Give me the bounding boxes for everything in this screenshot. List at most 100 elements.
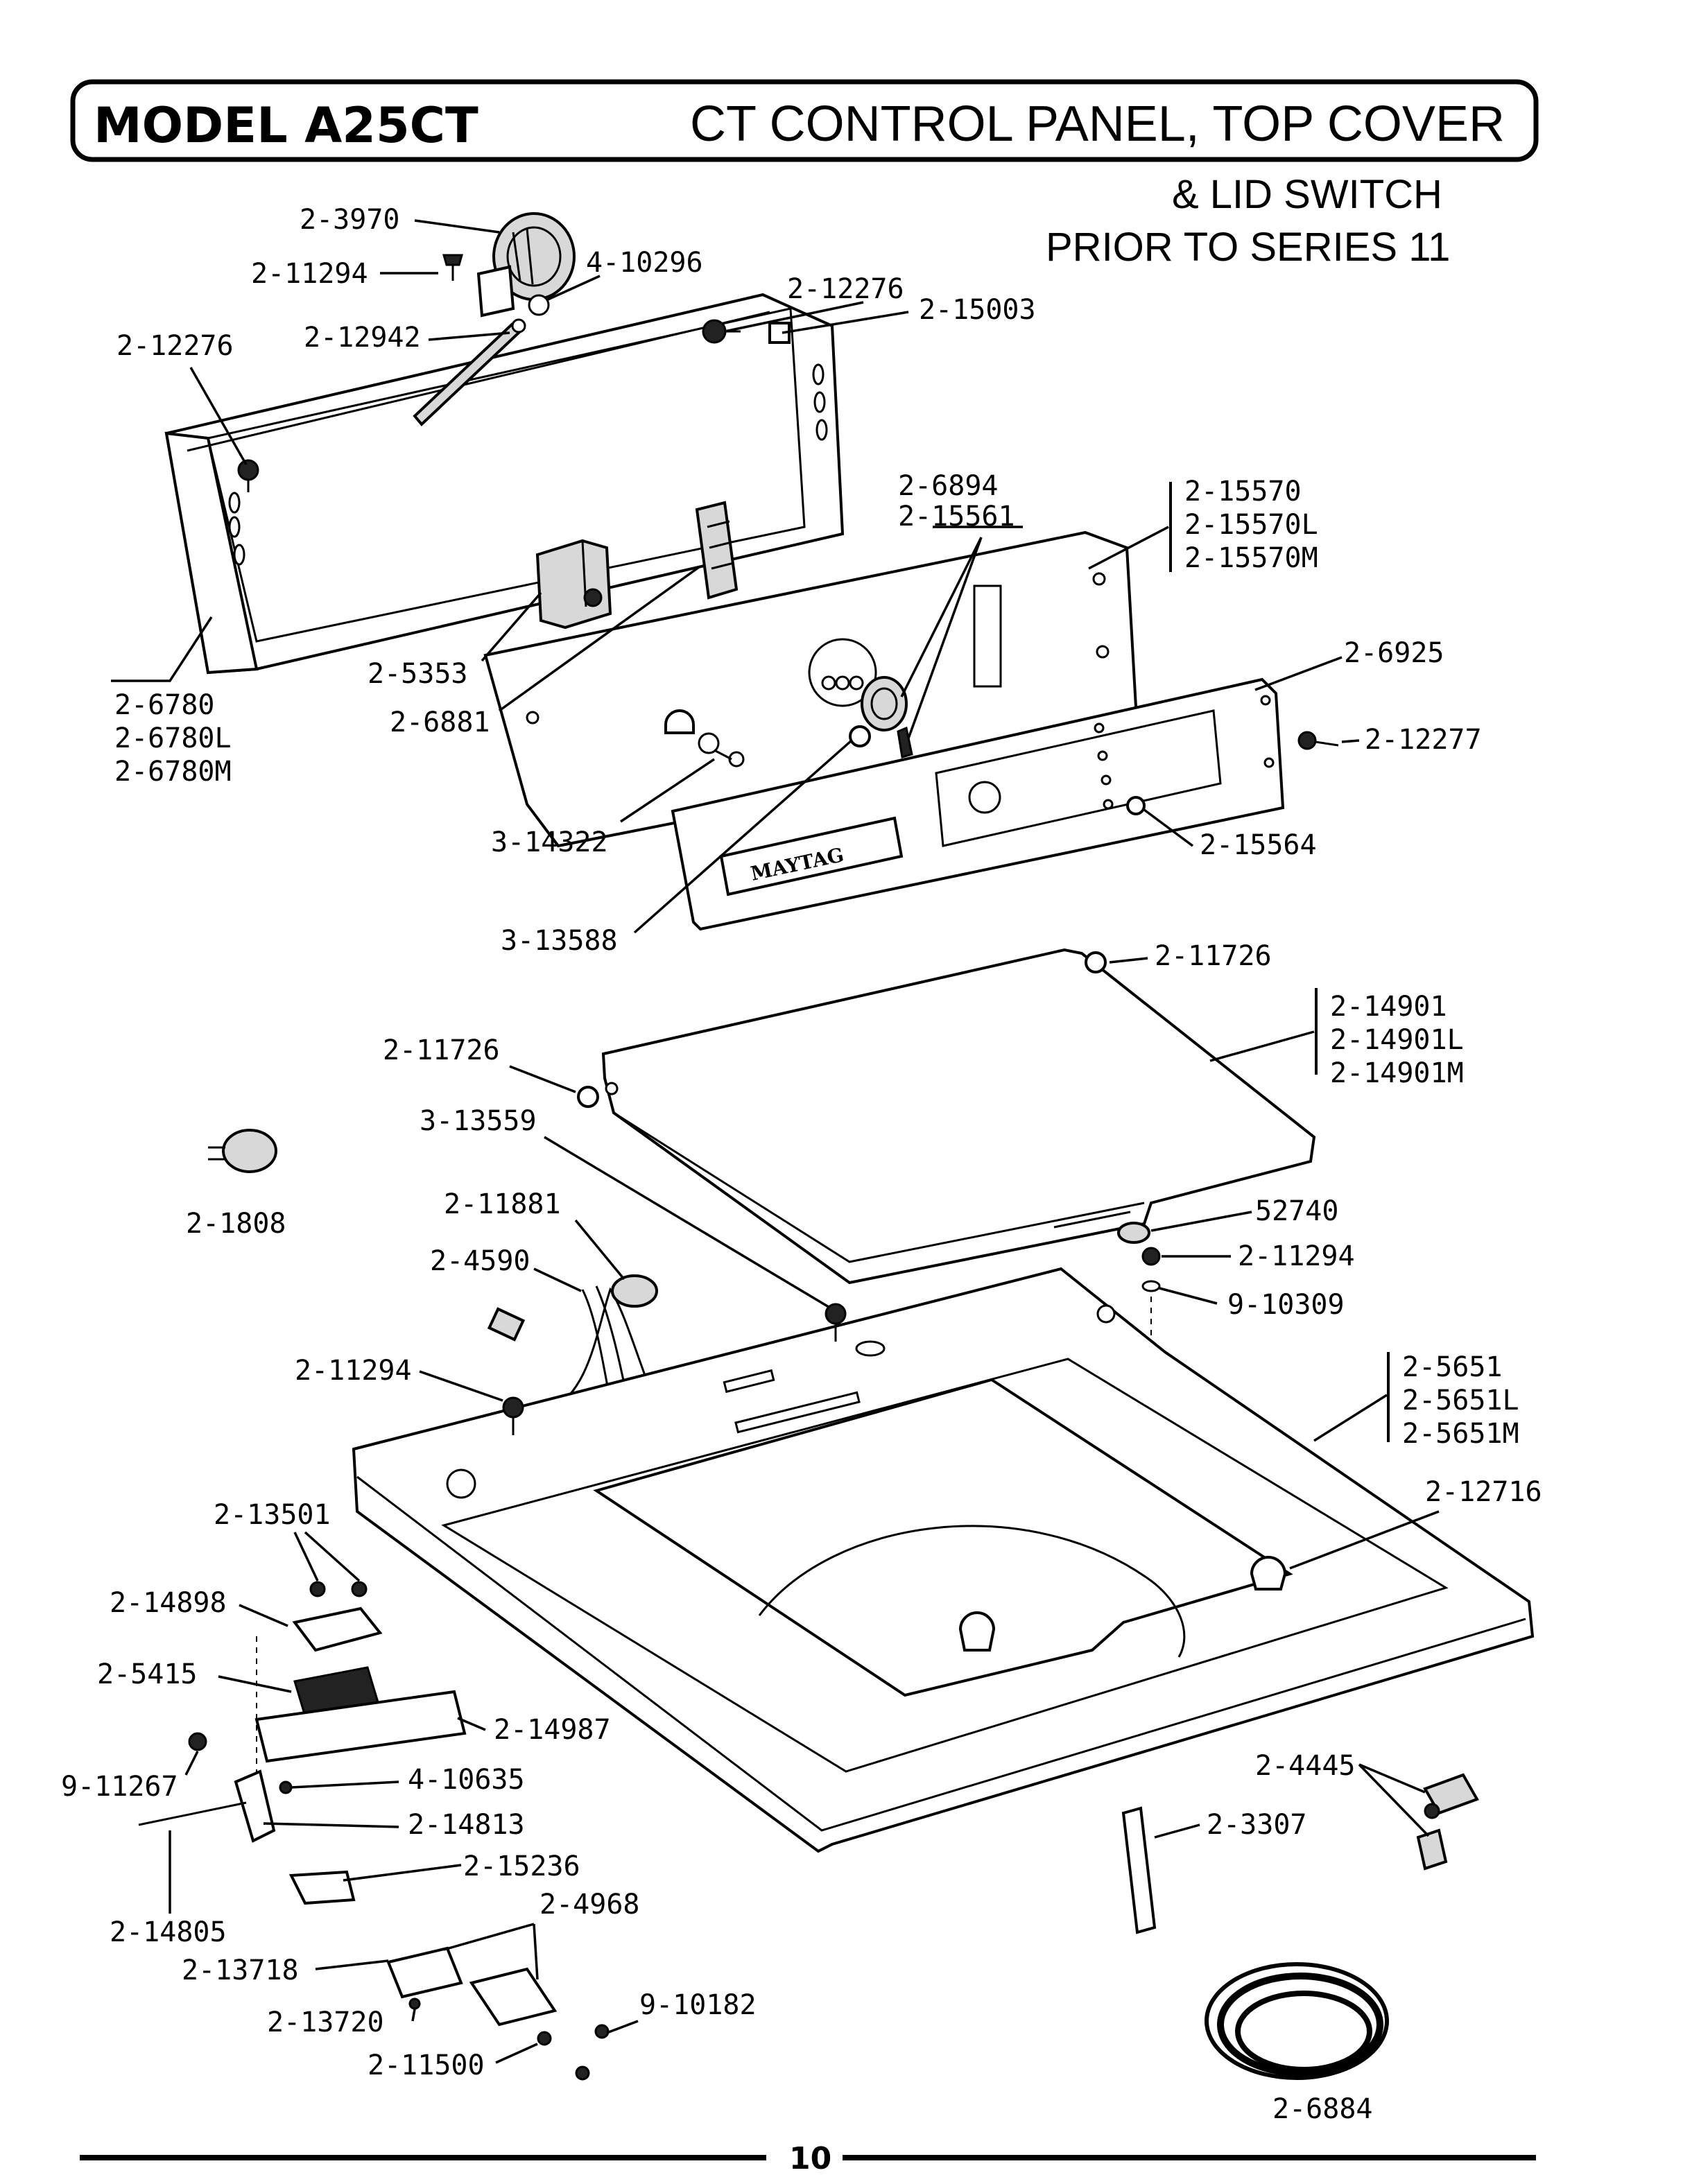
console-slot: [812, 363, 825, 385]
part-label: 2-5651: [1402, 1351, 1503, 1383]
push-button-switch: [695, 501, 739, 600]
leader: [239, 1604, 288, 1627]
leader: [533, 1267, 582, 1292]
washer: [1141, 1280, 1161, 1292]
harness-coil: [1235, 1991, 1372, 2072]
lid-handle: [1053, 1211, 1131, 1229]
part-label: 2-15003: [919, 294, 1036, 326]
leader: [544, 1136, 829, 1308]
part-label: 2-4590: [430, 1245, 530, 1277]
control-panel-window: [973, 584, 1002, 688]
part-label: 2-15570L: [1184, 509, 1318, 541]
leader: [1358, 1763, 1426, 1794]
control-knob: [861, 676, 913, 759]
lid-panel: [601, 948, 1316, 1285]
top-cover: [352, 1267, 1535, 1853]
leader: [1254, 656, 1343, 691]
part-label: 2-12942: [304, 322, 421, 354]
slide-lower: [469, 1967, 558, 2027]
cord-wires: [547, 1287, 653, 1412]
plug: [487, 1307, 526, 1342]
leader: [1088, 526, 1169, 570]
indicator-hole: [1097, 750, 1108, 761]
part-label: 2-5651L: [1402, 1385, 1519, 1416]
switch-screw: [309, 1581, 326, 1597]
page-number: 10: [789, 2141, 831, 2176]
insulator: [254, 1690, 467, 1763]
screw-shank: [1315, 740, 1339, 747]
top-cover-deck: [441, 1358, 1449, 1773]
leader: [218, 1675, 292, 1693]
top-cover-front-edge: [356, 1475, 1526, 1832]
rod-end: [511, 318, 526, 333]
part-label: 2-12277: [1365, 724, 1482, 756]
switch-body: [535, 539, 612, 630]
part-label: 2-15570M: [1184, 542, 1318, 574]
screw: [537, 2031, 552, 2046]
lid-switch-assembly: [138, 1581, 610, 2081]
mounting-hole: [1263, 757, 1275, 768]
front-panel: MAYTAG: [671, 677, 1285, 931]
part-label: 2-6780: [114, 689, 215, 721]
leader: [533, 1923, 539, 1980]
tub-curve: [758, 1525, 1186, 1658]
part-label: 2-14813: [408, 1809, 525, 1841]
screw-head: [237, 459, 259, 481]
leader: [291, 1780, 399, 1789]
control-panel-dial-hole: [808, 638, 877, 707]
timer-motor-ring: [506, 226, 562, 287]
indicator-hole: [1094, 722, 1105, 734]
rod: [413, 318, 526, 426]
screw: [575, 2065, 590, 2081]
part-label: 2-11726: [383, 1034, 500, 1066]
leader: [111, 616, 213, 682]
leader: [620, 758, 715, 823]
timer-bracket: [476, 265, 515, 318]
leader: [343, 1864, 462, 1882]
leader: [907, 537, 983, 739]
button: [1126, 796, 1146, 815]
bracket-screw: [1424, 1803, 1440, 1819]
switch-bank-key: [711, 562, 734, 570]
part-label: 2-1808: [186, 1208, 286, 1240]
lid-bumper: [577, 1086, 599, 1108]
leader: [263, 1822, 399, 1828]
brand-plate: [719, 816, 904, 896]
cover-bumper: [958, 1611, 996, 1652]
pin-screw: [188, 1732, 207, 1751]
switch-bracket: [292, 1606, 383, 1652]
leader: [724, 301, 864, 333]
mounting-hole: [1260, 695, 1271, 706]
harness-coil: [1205, 1962, 1389, 2080]
mounting-hole: [1096, 645, 1110, 659]
part-label: 2-5415: [97, 1658, 198, 1690]
cover-hole: [1096, 1304, 1116, 1324]
part-label: 2-4968: [540, 1889, 640, 1921]
part-label: 9-11267: [61, 1771, 178, 1803]
mounting-hole: [1092, 572, 1106, 586]
console-housing: [164, 293, 845, 675]
leader: [495, 2043, 538, 2064]
part-label: 2-11500: [368, 2049, 485, 2081]
plug-adapter: [208, 1129, 277, 1173]
leader: [509, 1065, 576, 1093]
control-panel-bracket: [664, 709, 695, 734]
part-label: 2-15564: [1200, 829, 1317, 861]
indicator: [849, 675, 864, 691]
screw-head: [1297, 731, 1317, 750]
leader: [419, 1370, 503, 1402]
stud: [1121, 1806, 1157, 1934]
bracket-bolt: [1416, 1828, 1448, 1871]
part-label: 2-11294: [295, 1355, 412, 1387]
spring: [698, 732, 745, 768]
part-label: 2-3970: [300, 204, 400, 236]
bushing: [849, 725, 871, 747]
part-label: 2-11294: [1238, 1240, 1355, 1272]
leader: [1313, 1394, 1388, 1442]
lid-bumper: [1085, 951, 1107, 973]
model-label: MODEL A25CT: [94, 97, 478, 154]
stud-body: [1121, 1806, 1157, 1934]
indicator-hole: [1101, 774, 1112, 786]
leader: [1341, 739, 1360, 743]
